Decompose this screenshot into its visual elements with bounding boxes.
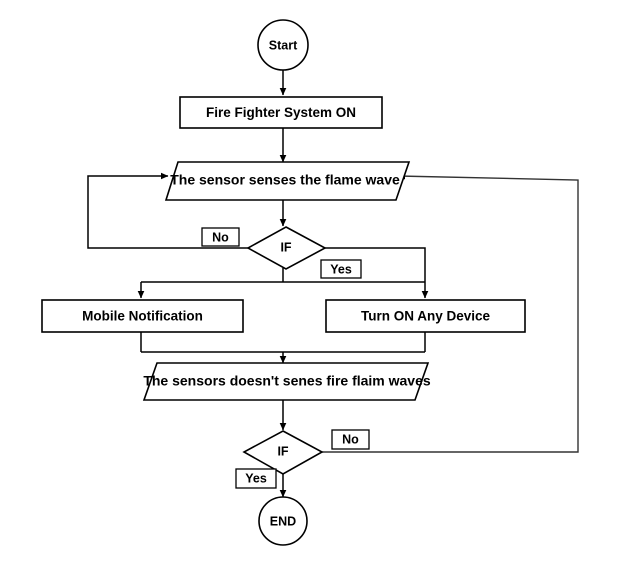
decision-two-label: IF	[277, 444, 288, 458]
node-decision-two[interactable]: IF	[242, 430, 324, 475]
connector-decision-one-yes	[325, 247, 426, 282]
decision-one-yes-box	[320, 259, 362, 279]
node-end[interactable]: END	[258, 496, 308, 546]
decision-two-diamond-shape	[242, 430, 324, 475]
node-sensor-senses-flame-wave[interactable]: The sensor senses the flame wave	[164, 161, 411, 201]
node-mobile-notification[interactable]: Mobile Notification	[41, 299, 244, 333]
sensors-no-flame-parallelogram-shape	[142, 362, 430, 401]
sensor-senses-label: The sensor senses the flame wave	[170, 172, 400, 188]
start-label: Start	[269, 38, 298, 52]
decision-two-no-text: No	[342, 432, 359, 446]
branch-label-decision-one-no: No	[201, 227, 240, 247]
branch-label-decision-two-no: No	[331, 429, 370, 450]
connector-decision-two-no-loop	[322, 172, 579, 453]
node-decision-one[interactable]: IF	[246, 226, 327, 270]
end-label: END	[270, 514, 296, 528]
connector-decision-one-no-loop	[87, 172, 248, 249]
sensor-senses-parallelogram-shape	[164, 161, 411, 201]
start-circle-shape	[257, 19, 309, 71]
decision-one-diamond-shape	[246, 226, 327, 270]
decision-one-no-box	[201, 227, 240, 247]
end-circle-shape	[258, 496, 308, 546]
system-on-rect-shape	[179, 96, 383, 129]
decision-one-yes-text: Yes	[330, 262, 352, 276]
sensors-no-flame-label: The sensors doesn't senes fire flaim wav…	[143, 373, 431, 389]
decision-one-label: IF	[280, 240, 291, 254]
node-start[interactable]: Start	[257, 19, 309, 71]
turn-on-device-label: Turn ON Any Device	[361, 309, 491, 324]
branch-label-decision-one-yes: Yes	[320, 259, 362, 279]
system-on-label: Fire Fighter System ON	[206, 105, 356, 120]
mobile-notification-label: Mobile Notification	[82, 309, 203, 324]
decision-two-no-box	[331, 429, 370, 450]
mobile-notification-rect-shape	[41, 299, 244, 333]
decision-two-yes-box	[235, 468, 277, 489]
turn-on-device-rect-shape	[325, 299, 526, 333]
node-sensors-no-flame[interactable]: The sensors doesn't senes fire flaim wav…	[142, 362, 431, 401]
node-turn-on-any-device[interactable]: Turn ON Any Device	[325, 299, 526, 333]
node-fire-fighter-system-on[interactable]: Fire Fighter System ON	[179, 96, 383, 129]
decision-one-no-text: No	[212, 230, 229, 244]
decision-two-yes-text: Yes	[245, 471, 267, 485]
branch-label-decision-two-yes: Yes	[235, 468, 277, 489]
